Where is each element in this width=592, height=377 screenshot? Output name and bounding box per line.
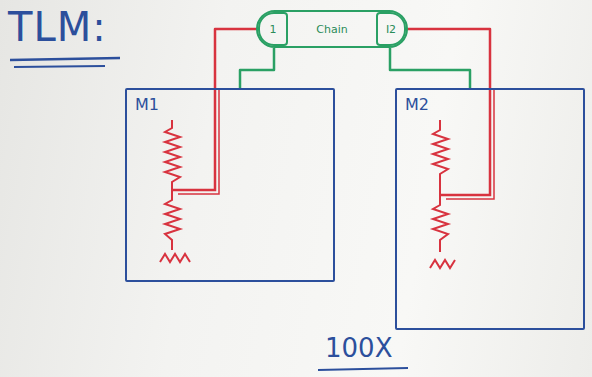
node-text: M1 (135, 95, 159, 114)
connector-wire (390, 48, 470, 88)
title-underline (10, 58, 120, 60)
chain-end: I2 (376, 12, 406, 46)
node-text: Chain (316, 23, 347, 36)
node-text: M2 (405, 95, 429, 114)
model-box: M1 (125, 88, 335, 282)
connector-wire (240, 48, 274, 88)
node-text: I2 (386, 23, 396, 36)
spring-symbol (165, 190, 180, 250)
caption-underline (318, 368, 408, 370)
title: TLM: (8, 4, 107, 50)
spring-symbol (433, 195, 448, 252)
spring-symbol (165, 120, 180, 190)
chain-end: 1 (258, 12, 288, 46)
note-label: 100X (325, 333, 392, 363)
chain-capsule: Chain 1 I2 (256, 10, 408, 48)
connector-wire (215, 29, 258, 88)
node-text: 1 (270, 23, 277, 36)
spring-symbol (430, 260, 455, 268)
wire (440, 90, 490, 195)
wire (172, 90, 215, 190)
model-box: M2 (395, 88, 585, 330)
wire (446, 90, 494, 199)
connector-wire (406, 29, 490, 88)
title-underline (14, 66, 105, 67)
spring-symbol (433, 120, 448, 195)
wire (178, 90, 219, 194)
spring-symbol (160, 254, 190, 262)
